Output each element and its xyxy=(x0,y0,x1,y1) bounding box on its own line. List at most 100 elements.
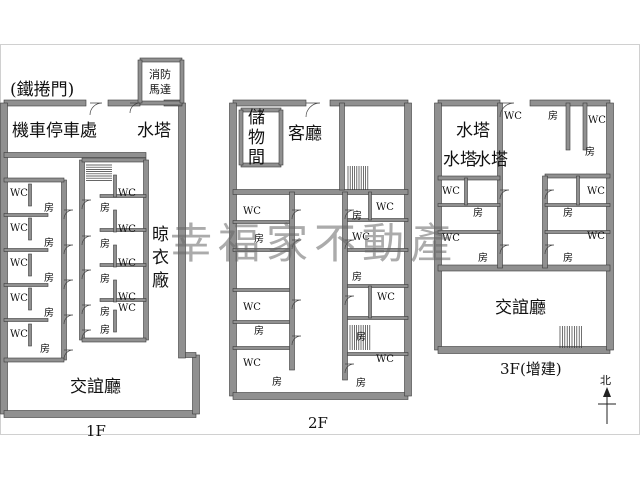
wc-label: WC xyxy=(587,186,605,197)
door-swing xyxy=(81,329,92,340)
north-arrow-head xyxy=(603,387,611,397)
wc-label: WC xyxy=(587,231,605,242)
wall-segment xyxy=(544,230,611,234)
room-label: 房 xyxy=(44,201,54,214)
wall-segment xyxy=(113,209,117,233)
wc-label: WC xyxy=(118,303,136,314)
wc-label: WC xyxy=(118,188,136,199)
wc-label: WC xyxy=(376,202,394,213)
room-label: 房 xyxy=(478,251,488,264)
wall-segment xyxy=(339,102,345,191)
door-swing xyxy=(499,244,510,255)
water-tower-3f-label-b: 水塔 xyxy=(443,150,477,170)
wc-label: WC xyxy=(243,358,261,369)
wall-segment xyxy=(61,179,67,361)
wall-segment xyxy=(606,102,614,351)
wall-segment xyxy=(232,346,293,350)
room-label: 房 xyxy=(352,270,362,283)
wall-segment xyxy=(113,174,117,198)
room-label: 房 xyxy=(548,109,558,122)
wall-segment xyxy=(3,177,65,183)
door-swing xyxy=(81,235,92,246)
wall-segment xyxy=(437,264,611,272)
door-swing xyxy=(344,209,355,220)
wall-segment xyxy=(113,244,117,268)
wc-label: WC xyxy=(10,329,28,340)
living-room-label: 客廳 xyxy=(288,124,322,144)
wall-segment xyxy=(437,175,501,181)
wall-segment xyxy=(368,285,372,319)
wall-segment xyxy=(232,288,293,292)
wall-segment xyxy=(3,152,147,158)
door-swing xyxy=(291,239,302,250)
wc-label: WC xyxy=(118,224,136,235)
water-tower-3f-label-c: 水塔 xyxy=(474,150,508,170)
wc-label: WC xyxy=(588,115,606,126)
floor-3f-label: 3F(增建) xyxy=(500,360,562,378)
wall-segment xyxy=(28,323,32,347)
door-swing xyxy=(129,102,141,114)
door-swing xyxy=(344,295,355,306)
watermark: 幸福家不動產 xyxy=(170,219,458,268)
room-label: 房 xyxy=(563,206,573,219)
room-label: 房 xyxy=(352,209,362,222)
wall-segment xyxy=(113,309,117,333)
room-label: 房 xyxy=(44,306,54,319)
door-swing xyxy=(63,314,74,325)
room-label: 房 xyxy=(272,375,282,388)
wall-segment xyxy=(99,298,147,302)
wall-segment xyxy=(139,100,183,106)
wall-segment xyxy=(368,191,372,221)
drying-room-label-1: 晾 xyxy=(152,225,169,245)
roller-door-label: (鐵捲門) xyxy=(10,80,74,100)
wall-segment xyxy=(3,410,197,418)
wc-label: WC xyxy=(10,223,28,234)
wall-segment xyxy=(139,57,183,63)
wall-segment xyxy=(437,203,501,207)
room-label: 房 xyxy=(585,145,595,158)
water-tower-1f-label: 水塔 xyxy=(137,121,171,141)
wall-segment xyxy=(28,253,32,277)
stairs-3f xyxy=(559,326,582,348)
wall-segment xyxy=(28,183,32,207)
wc-label: WC xyxy=(10,258,28,269)
wall-segment xyxy=(497,102,503,269)
fire-pump-label-line1: 消防 xyxy=(149,67,171,81)
wall-segment xyxy=(99,263,147,267)
doors xyxy=(63,102,555,374)
room-label: 房 xyxy=(563,251,573,264)
room-label: 房 xyxy=(100,323,110,336)
wc-label: WC xyxy=(442,233,460,244)
floor-1f-label: 1F xyxy=(86,422,106,440)
room-label: 房 xyxy=(254,232,264,245)
wall-segment xyxy=(344,284,409,288)
wall-segment xyxy=(278,109,284,166)
water-tower-3f-label-a: 水塔 xyxy=(456,121,490,141)
wall-segment xyxy=(232,320,293,324)
north-label: 北 xyxy=(600,374,611,387)
wall-segment xyxy=(437,230,501,234)
wc-label: WC xyxy=(377,292,395,303)
door-swing xyxy=(81,199,92,210)
wall-segment xyxy=(28,287,32,311)
wall-segment xyxy=(99,194,147,198)
wall-segment xyxy=(464,177,468,206)
door-swing xyxy=(89,102,103,116)
wall-segment xyxy=(179,59,185,104)
wall-segment xyxy=(232,392,409,400)
door-swing xyxy=(291,209,302,220)
wall-segment xyxy=(99,228,147,232)
wall-segment xyxy=(113,279,117,303)
room-label: 房 xyxy=(100,201,110,214)
wall-segment xyxy=(3,318,49,322)
wc-label: WC xyxy=(442,186,460,197)
door-swing xyxy=(63,209,74,220)
wall-segment xyxy=(192,354,200,415)
room-label: 房 xyxy=(100,305,110,318)
wall-segment xyxy=(437,346,611,354)
scooter-parking-label: 機車停車處 xyxy=(12,121,97,141)
wall-segment xyxy=(232,99,307,107)
wall-segment xyxy=(582,102,588,151)
lounge-1f-label: 交誼廳 xyxy=(70,377,121,397)
